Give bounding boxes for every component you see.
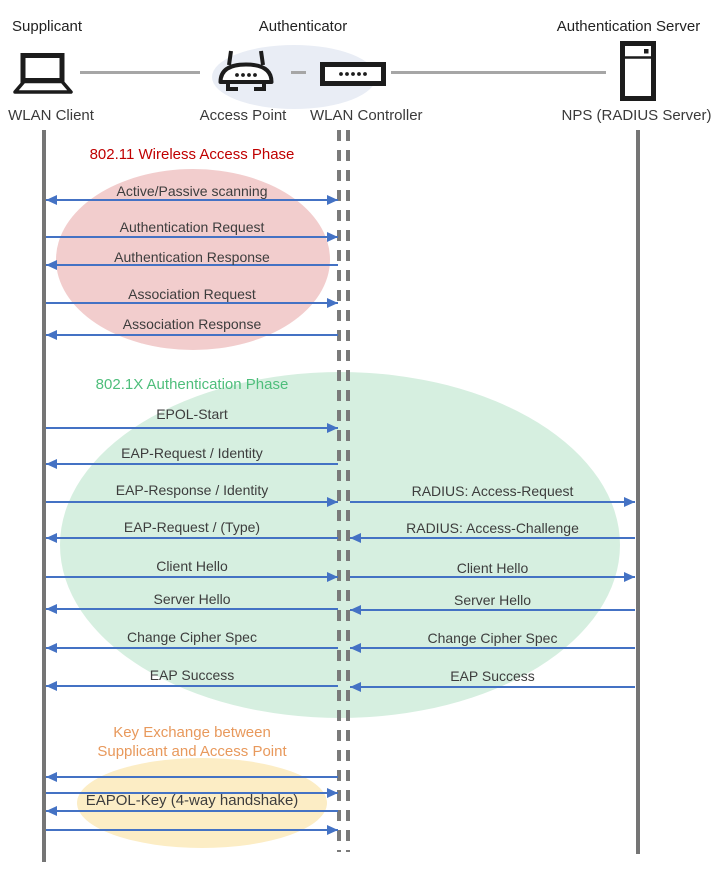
controller-box-icon <box>320 62 386 91</box>
message-active-passive-scanning: Active/Passive scanning <box>116 183 268 199</box>
message-eapol-key-handshake: EAPOL-Key (4-way handshake) <box>85 792 299 809</box>
role-authentication-server: Authentication Server <box>556 18 701 35</box>
controller-lifeline-dash-2 <box>346 130 350 852</box>
phase1-title: 802.11 Wireless Access Phase <box>89 146 295 163</box>
arrow-eapol-key-4 <box>46 825 338 835</box>
phase3-title: Key Exchange between Supplicant and Acce… <box>46 723 338 761</box>
device-access-point: Access Point <box>199 107 287 124</box>
message-eap-response-identity: EAP-Response / Identity <box>115 482 269 498</box>
arrow-authentication-response <box>46 260 338 270</box>
message-radius-access-request: RADIUS: Access-Request <box>411 483 574 499</box>
connector-client-ap <box>80 71 200 74</box>
message-client-hello-right: Client Hello <box>456 560 529 576</box>
connector-ap-controller <box>291 71 306 74</box>
arrow-eap-request-type <box>46 533 338 543</box>
arrow-eap-response-identity <box>46 497 338 507</box>
message-authentication-request: Authentication Request <box>119 219 265 235</box>
laptop-icon <box>12 52 74 101</box>
role-authenticator: Authenticator <box>258 18 348 35</box>
message-radius-access-challenge: RADIUS: Access-Challenge <box>406 520 579 536</box>
message-server-hello-right: Server Hello <box>453 592 532 608</box>
device-wlan-client: WLAN Client <box>8 107 94 124</box>
arrow-server-hello-left <box>46 604 338 614</box>
arrow-epol-start <box>46 423 338 433</box>
arrow-client-hello-right <box>350 572 635 582</box>
message-server-hello-left: Server Hello <box>153 591 231 607</box>
message-eap-success-right: EAP Success <box>450 668 535 684</box>
arrow-eapol-key-2 <box>46 788 338 798</box>
device-nps-radius-server: NPS (RADIUS Server) <box>561 107 712 124</box>
phase2-title: 802.1X Authentication Phase <box>95 376 289 393</box>
arrow-server-hello-right <box>350 605 635 615</box>
arrow-authentication-request <box>46 232 338 242</box>
message-change-cipher-spec-right: Change Cipher Spec <box>427 630 558 646</box>
message-change-cipher-spec-left: Change Cipher Spec <box>127 629 257 645</box>
message-association-response: Association Response <box>122 316 262 332</box>
arrow-association-response <box>46 330 338 340</box>
wireless-router-icon <box>217 48 275 99</box>
controller-lifeline-dash-1 <box>337 130 341 852</box>
arrow-eapol-key-1 <box>46 772 338 782</box>
arrow-change-cipher-spec-left <box>46 643 338 653</box>
phase3-title-line2: Supplicant and Access Point <box>97 743 287 760</box>
arrow-association-request <box>46 298 338 308</box>
message-eap-request-identity: EAP-Request / Identity <box>121 445 263 461</box>
phase3-ellipse <box>77 758 327 848</box>
device-wlan-controller: WLAN Controller <box>310 107 423 124</box>
arrow-active-passive-scanning <box>46 195 338 205</box>
arrow-radius-access-request <box>350 497 635 507</box>
wlan-client-lifeline <box>42 130 46 862</box>
message-eap-request-type: EAP-Request / (Type) <box>123 519 261 535</box>
radius-server-lifeline <box>636 130 640 854</box>
arrow-eap-success-left <box>46 681 338 691</box>
phase3-title-line1: Key Exchange between <box>113 724 271 741</box>
message-eap-success-left: EAP Success <box>149 667 235 683</box>
arrow-change-cipher-spec-right <box>350 643 635 653</box>
arrow-eap-success-right <box>350 682 635 692</box>
arrow-eapol-key-3 <box>46 806 338 816</box>
connector-controller-server <box>391 71 606 74</box>
message-authentication-response: Authentication Response <box>114 249 270 265</box>
arrow-radius-access-challenge <box>350 533 635 543</box>
arrow-eap-request-identity <box>46 459 338 469</box>
server-tower-icon <box>620 41 656 106</box>
message-client-hello-left: Client Hello <box>156 558 228 574</box>
message-epol-start: EPOL-Start <box>156 406 228 422</box>
role-supplicant: Supplicant <box>12 18 83 35</box>
arrow-client-hello-left <box>46 572 338 582</box>
message-association-request: Association Request <box>128 286 256 302</box>
